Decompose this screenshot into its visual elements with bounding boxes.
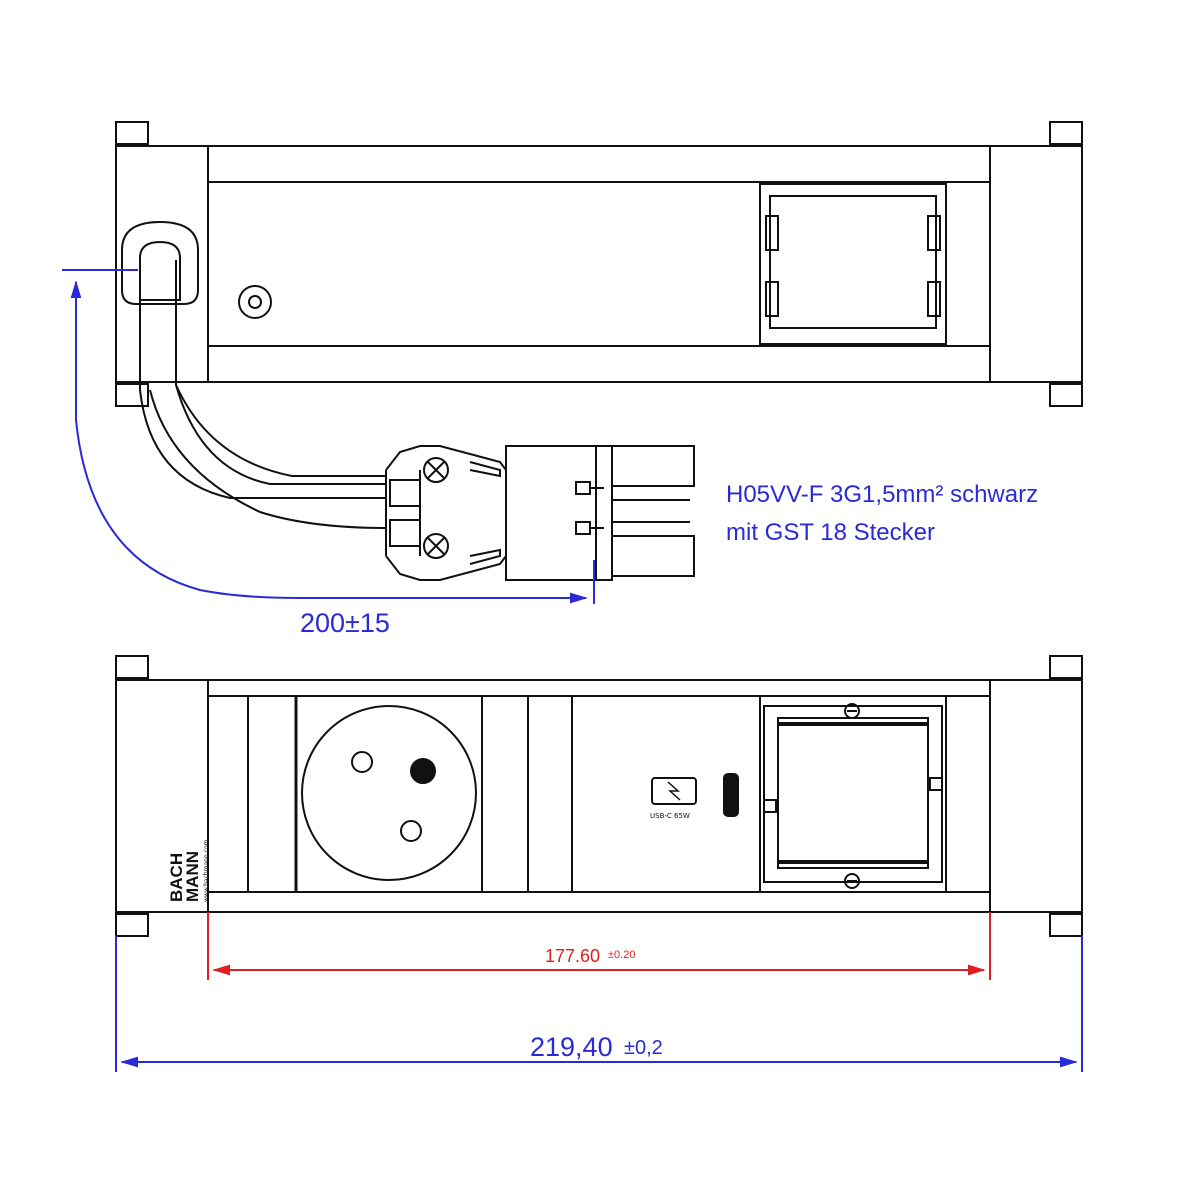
svg-text:www.bachmann.com: www.bachmann.com <box>203 839 210 902</box>
socket-hole <box>351 751 373 773</box>
left-end-cap <box>115 145 209 383</box>
module-frame <box>759 183 947 345</box>
outer-width-value: 219,40 <box>530 1032 613 1062</box>
top-view <box>115 121 1083 529</box>
foot-tab <box>1049 383 1083 407</box>
socket-hole <box>400 820 422 842</box>
cable-length-label: 200±15 <box>300 608 390 638</box>
module-bay <box>763 705 943 883</box>
cable-gland <box>121 220 199 305</box>
foot-tab <box>115 121 149 145</box>
cable-spec-line2: mit GST 18 Stecker <box>726 519 935 546</box>
usb-c-label: USB-C 65W <box>650 812 690 820</box>
foot-tab <box>115 655 149 679</box>
right-end-cap <box>989 145 1083 383</box>
socket-type-e <box>301 705 477 881</box>
gst18-connector <box>385 445 695 581</box>
inner-width-dimension <box>207 912 991 980</box>
cable-spec-line1: H05VV-F 3G1,5mm² schwarz <box>726 481 1038 508</box>
profile-body <box>207 145 991 383</box>
foot-tab <box>1049 655 1083 679</box>
foot-tab <box>115 913 149 937</box>
front-view <box>115 655 1083 937</box>
foot-tab <box>1049 913 1083 937</box>
profile-body <box>207 679 991 913</box>
right-end-cap <box>989 679 1083 913</box>
status-led-icon <box>723 773 739 817</box>
svg-text:BACH: BACH <box>167 853 186 902</box>
earth-pin <box>410 758 436 784</box>
bay-screw-icon <box>844 703 860 719</box>
foot-tab <box>1049 121 1083 145</box>
svg-text:MANN: MANN <box>183 851 202 902</box>
inner-width-tolerance: ±0.20 <box>608 949 635 961</box>
screw-icon <box>238 285 272 319</box>
inner-width-value: 177.60 <box>545 946 600 966</box>
bachmann-logo: BACH MANN www.bachmann.com <box>167 839 210 902</box>
outer-width-dimension <box>115 936 1083 1072</box>
bay-screw-icon <box>844 873 860 889</box>
foot-tab <box>115 383 149 407</box>
outer-width-tolerance: ±0,2 <box>624 1037 663 1059</box>
cable-length-dimension <box>62 269 595 604</box>
usb-c-port-icon <box>651 777 697 805</box>
